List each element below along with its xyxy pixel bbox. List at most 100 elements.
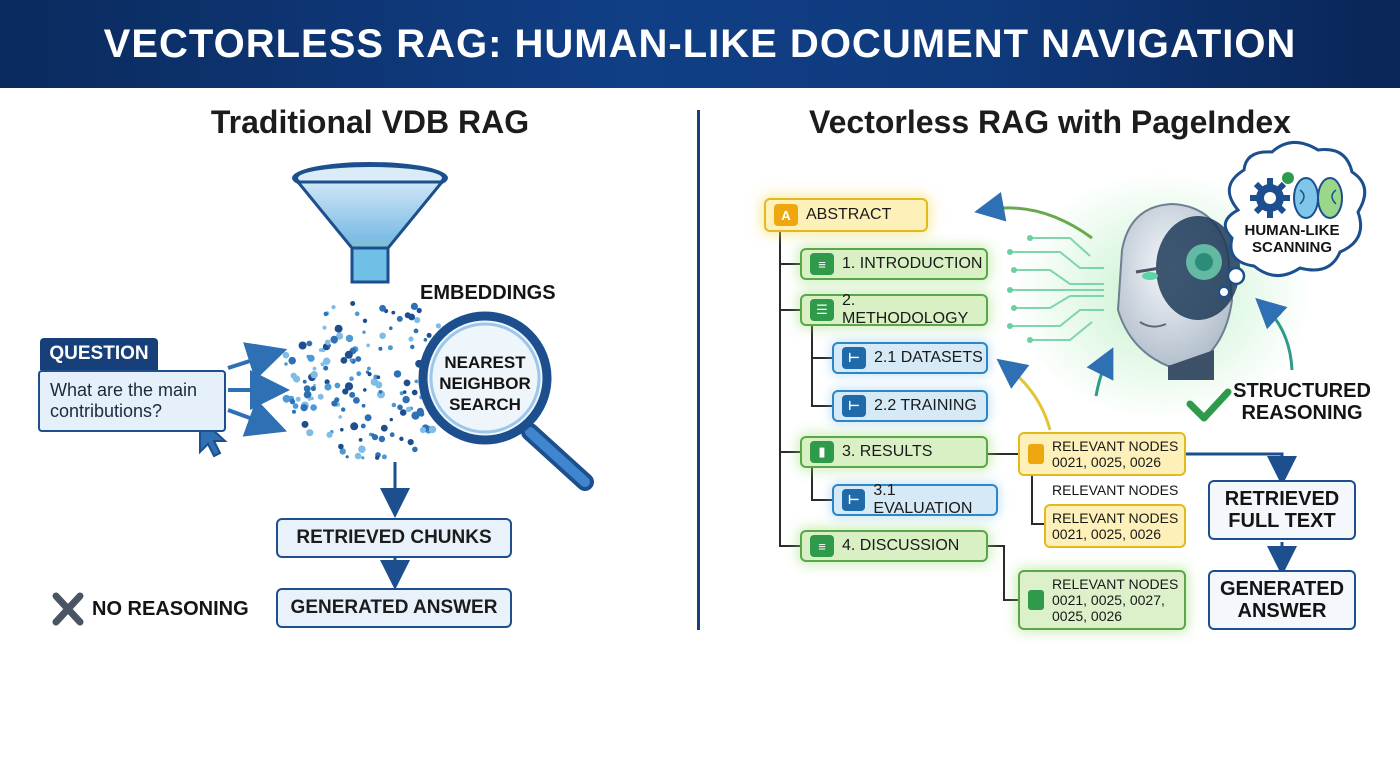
embedding-dot — [389, 417, 393, 422]
embedding-dot — [414, 379, 419, 384]
embedding-dot — [292, 409, 296, 414]
structured-line-2: REASONING — [1241, 402, 1363, 424]
embedding-dot — [340, 357, 348, 364]
embedding-dot — [408, 336, 414, 342]
embedding-dot — [298, 341, 307, 350]
center-divider — [697, 110, 700, 630]
embedding-dot — [345, 455, 349, 459]
thought-bubble — [1218, 141, 1367, 298]
node-evaluation-label: 3.1 EVALUATION — [873, 482, 973, 517]
embedding-dot — [362, 330, 366, 334]
embedding-dot — [387, 345, 393, 351]
embedding-dot — [416, 307, 422, 314]
embedding-dot — [414, 317, 421, 324]
embedding-dot — [318, 348, 323, 352]
magnifier-line-2: NEIGHBOR — [439, 374, 531, 393]
embedding-dot — [379, 304, 386, 312]
node-introduction[interactable]: ≡ 1. INTRODUCTION — [800, 248, 988, 280]
embedding-dot — [306, 340, 313, 347]
embedding-dot — [371, 433, 375, 437]
embedding-dot — [350, 301, 356, 306]
node-datasets-label: 2.1 DATASETS — [874, 349, 983, 366]
x-icon — [52, 592, 84, 626]
embedding-dot — [410, 302, 418, 310]
abstract-icon: A — [774, 204, 798, 226]
document-icon: ≡ — [810, 535, 834, 557]
generated-answer-box-left: GENERATED ANSWER — [276, 588, 512, 628]
embedding-dot — [435, 323, 441, 329]
embedding-dot — [361, 456, 365, 460]
embedding-dot — [324, 379, 330, 385]
relevant-3-ids-line-2: 0025, 0026 — [1052, 608, 1123, 624]
document-icon: ≡ — [810, 253, 834, 275]
embedding-dot — [399, 391, 404, 396]
relevant-2-ids: 0021, 0025, 0026 — [1052, 526, 1161, 542]
node-discussion[interactable]: ≡ 4. DISCUSSION — [800, 530, 988, 562]
document-icon — [1028, 590, 1044, 610]
embedding-dot — [338, 415, 343, 419]
node-abstract[interactable]: A ABSTRACT — [764, 198, 928, 232]
magnifier-icon — [418, 311, 594, 491]
embedding-dot — [402, 395, 410, 404]
embedding-dot — [310, 404, 317, 411]
embedding-dot — [341, 407, 346, 412]
embedding-dot — [412, 446, 418, 453]
embedding-dot — [379, 332, 386, 340]
embedding-dot — [322, 325, 327, 330]
embedding-dot — [307, 397, 312, 401]
subsection-icon: ⊢ — [842, 489, 866, 511]
page-title: VECTORLESS RAG: HUMAN-LIKE DOCUMENT NAVI… — [103, 21, 1297, 66]
embedding-dot — [378, 346, 383, 351]
embedding-dot — [396, 315, 403, 322]
embedding-dot — [349, 391, 356, 398]
embedding-dot — [324, 339, 331, 346]
embedding-dot — [362, 318, 368, 323]
embedding-dot — [358, 445, 366, 454]
answer-line-1: GENERATED — [1219, 578, 1345, 600]
no-reasoning-label: NO REASONING — [92, 598, 249, 620]
list-icon: ☰ — [810, 299, 834, 321]
funnel-icon — [292, 162, 448, 284]
relevant-nodes-box-2: RELEVANT NODES 0021, 0025, 0026 — [1044, 504, 1186, 548]
embedding-dot — [288, 356, 297, 365]
embedding-dot — [330, 335, 339, 344]
subsection-icon: ⊢ — [842, 395, 866, 417]
node-evaluation[interactable]: ⊢ 3.1 EVALUATION — [832, 482, 998, 517]
node-training-label: 2.2 TRAINING — [874, 397, 977, 414]
embedding-dot — [349, 376, 354, 382]
node-datasets[interactable]: ⊢ 2.1 DATASETS — [832, 342, 988, 374]
embedding-dot — [338, 443, 344, 450]
node-training[interactable]: ⊢ 2.2 TRAINING — [832, 390, 988, 422]
embedding-dot — [405, 406, 412, 412]
embedding-dot — [393, 370, 402, 378]
relevant-nodes-label: RELEVANT NODES — [1052, 482, 1179, 498]
node-discussion-label: 4. DISCUSSION — [842, 537, 960, 554]
embedding-dot — [323, 357, 331, 365]
embedding-dot — [326, 431, 333, 438]
embedding-dot — [344, 382, 354, 391]
embedding-dot — [391, 402, 397, 408]
embedding-dot — [381, 454, 387, 460]
node-results[interactable]: ▮ 3. RESULTS — [800, 436, 988, 468]
retrieved-full-text-box: RETRIEVED FULL TEXT — [1208, 480, 1356, 540]
gear-icon — [1250, 172, 1294, 218]
relevant-3-ids-line-1: 0021, 0025, 0027, — [1052, 592, 1165, 608]
embedding-dot — [295, 396, 301, 402]
embedding-dot — [403, 379, 411, 387]
node-methodology[interactable]: ☰ 2. METHODOLOGY — [800, 292, 988, 327]
brain-icon — [1293, 177, 1343, 219]
embedding-dot — [356, 371, 362, 377]
retrieved-line-2: FULL TEXT — [1228, 510, 1336, 532]
magnifier-line-1: NEAREST — [444, 353, 526, 372]
embedding-dot — [336, 332, 344, 340]
embedding-dot — [317, 393, 324, 400]
embedding-dot — [310, 385, 316, 392]
relevant-3-title: RELEVANT NODES — [1052, 576, 1179, 592]
embedding-dot — [345, 334, 354, 343]
embedding-dot — [376, 375, 381, 380]
embedding-dot — [307, 354, 315, 362]
check-icon — [1186, 388, 1232, 422]
embedding-dot — [399, 409, 407, 416]
embedding-dot — [350, 422, 359, 431]
embedding-dot — [363, 388, 367, 392]
